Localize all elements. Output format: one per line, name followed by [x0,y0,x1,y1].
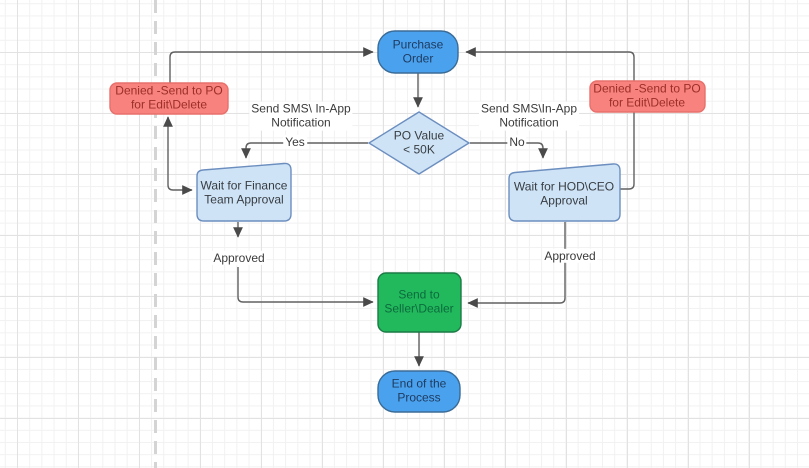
page-divider [154,0,157,468]
edge-no-branch[interactable] [470,142,548,159]
edge-denied-left-to-po[interactable] [169,47,374,83]
node-denied-left[interactable] [109,82,229,115]
node-purchase-order[interactable] [377,30,459,74]
edge-label-approved-left[interactable]: Approved [211,250,267,266]
node-send-seller[interactable] [377,272,462,333]
node-decision-po-value[interactable] [367,111,471,175]
edge-wait-hod-to-po[interactable] [465,47,635,190]
edge-denied-left-wait-finance[interactable] [163,116,193,195]
node-denied-right[interactable] [589,80,706,113]
node-wait-hod-ceo[interactable] [508,163,621,222]
node-wait-finance[interactable] [196,162,292,222]
edge-approved-left-to-seller[interactable] [237,267,374,307]
edge-label-sms-left[interactable]: Send SMS\ In-App Notification [249,101,353,131]
edge-label-sms-right[interactable]: Send SMS\In-App Notification [478,101,580,131]
edge-yes-branch[interactable] [241,142,368,159]
edge-label-yes[interactable]: Yes [283,134,307,150]
node-end-process[interactable] [377,370,461,413]
edge-label-no[interactable]: No [507,134,527,150]
edge-label-approved-right[interactable]: Approved [542,248,598,264]
edge-approved-right-to-seller[interactable] [467,222,566,308]
